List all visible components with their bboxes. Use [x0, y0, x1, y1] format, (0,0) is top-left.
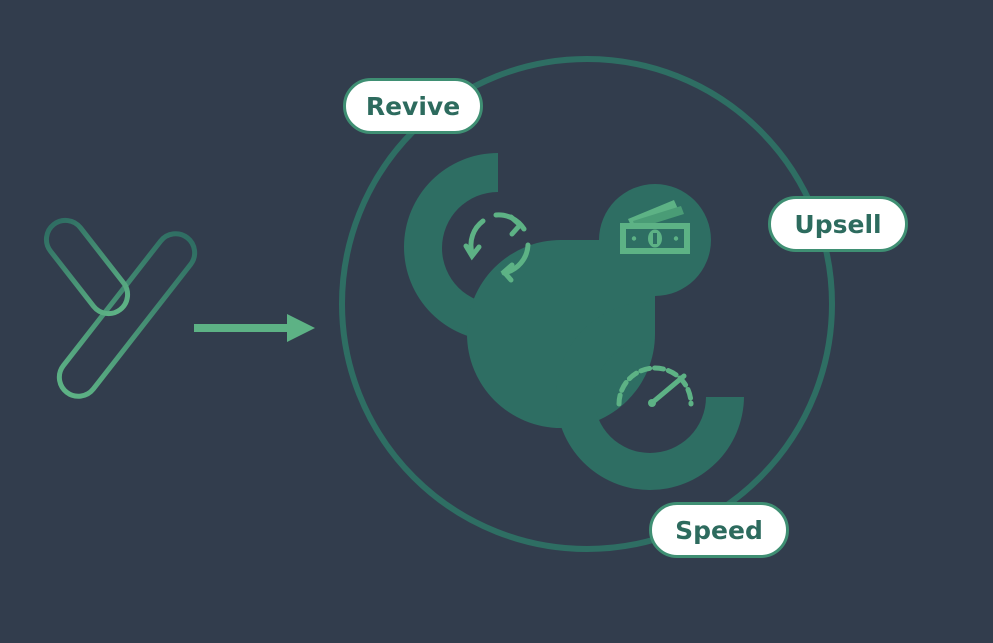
y-logo-icon [43, 217, 198, 399]
speed-label: Speed [649, 502, 789, 558]
arrow-right-icon [194, 314, 315, 342]
speedometer-icon [616, 365, 694, 407]
speed-ring [556, 302, 744, 490]
revive-label: Revive [343, 78, 483, 134]
upsell-label: Upsell [768, 196, 908, 252]
outer-ring [339, 56, 835, 552]
refresh-cycle-icon [463, 212, 531, 283]
cash-icon [620, 200, 690, 254]
